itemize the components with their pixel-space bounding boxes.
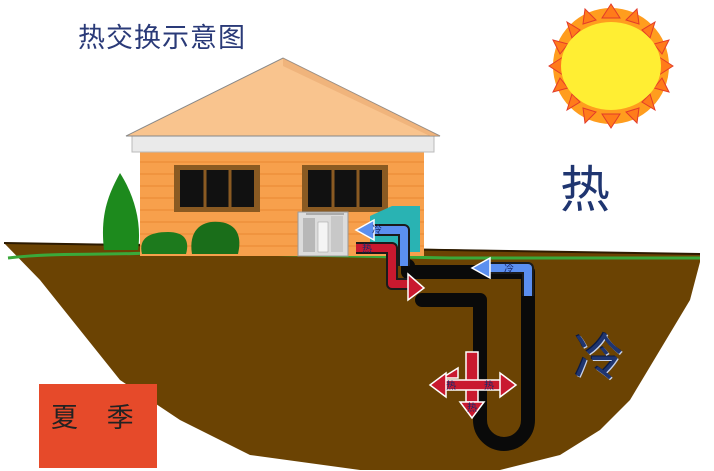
arrow-hot-right-label: 热 — [484, 379, 494, 392]
cold-label: 冷 — [574, 329, 624, 387]
ground-loop-pipe — [401, 259, 535, 451]
shrubs — [102, 173, 240, 254]
hot-pipe-arrow — [356, 242, 426, 302]
arrow-hot-left-label: 热 — [446, 379, 456, 392]
cold-pipe-arrow-right — [470, 256, 534, 296]
arrow-hot-upper-label: 热 — [362, 242, 372, 255]
cold-pipe-arrow-upper — [354, 218, 410, 266]
window-left — [174, 165, 260, 212]
season-label: 夏 季 — [51, 403, 144, 434]
arrow-cold-right-label: 冷 — [504, 262, 514, 275]
hot-label: 热 — [560, 161, 610, 219]
page-title: 热交换示意图 — [78, 23, 246, 54]
arrow-cold-upper-label: 冷 — [372, 223, 382, 236]
house — [125, 57, 441, 257]
arrow-hot-down-label: 热 — [467, 401, 477, 414]
heat-pump-unit — [297, 211, 349, 257]
window-right — [302, 165, 388, 212]
heat-release-arrows — [428, 351, 518, 420]
season-box: 夏 季 — [39, 384, 157, 468]
sun-icon — [548, 3, 674, 129]
